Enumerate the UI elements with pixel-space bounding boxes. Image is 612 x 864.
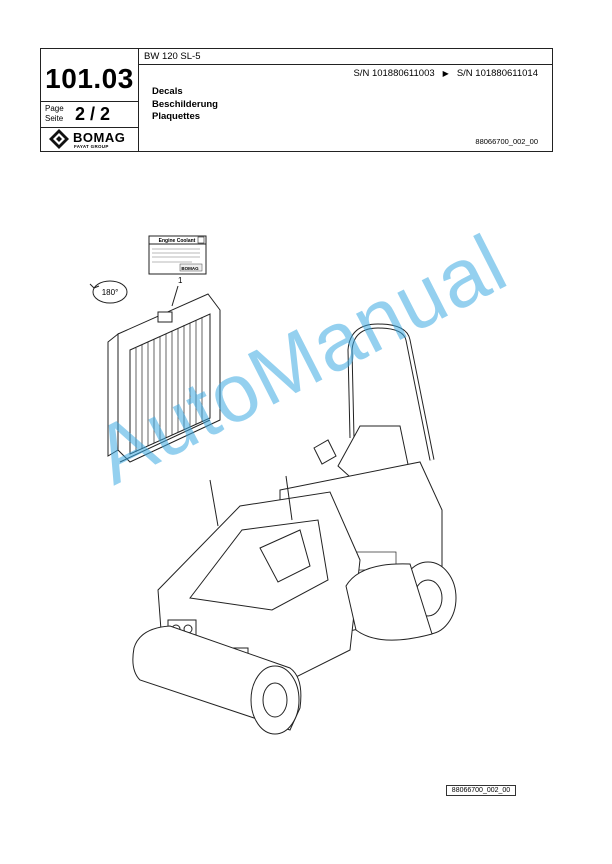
decal-title: Engine Coolant (159, 238, 196, 244)
header-block: 101.03 Page Seite 2 / 2 BOMAG FAYAT GROU… (40, 48, 553, 152)
radiator (107, 293, 221, 527)
roller-illustration: Engine Coolant BOMAG 1 180° (89, 235, 457, 735)
title-fr: Plaquettes (152, 111, 201, 122)
page-label: Page Seite (45, 104, 64, 124)
page-label-de: Seite (45, 114, 64, 123)
logo-name: BOMAG (73, 130, 126, 145)
footer-reference: 88066700_002_00 (446, 785, 516, 796)
serial-from: S/N 101880611003 (353, 68, 435, 79)
divider (138, 64, 552, 65)
bomag-diamond-icon (49, 129, 69, 149)
serial-range: S/N 101880611003 ▶ S/N 101880611014 (353, 68, 538, 79)
header-left-panel: 101.03 Page Seite 2 / 2 BOMAG FAYAT GROU… (41, 49, 139, 151)
doc-id: 88066700_002_00 (475, 137, 538, 146)
title-en: Decals (152, 86, 183, 97)
page-value: 2 / 2 (75, 104, 111, 124)
serial-to: S/N 101880611014 (456, 68, 538, 79)
title-de: Beschilderung (152, 98, 218, 110)
arrow-right-icon: ▶ (442, 69, 449, 78)
divider (41, 127, 138, 128)
header-right-panel: BW 120 SL-5 S/N 101880611003▶S/N 1018806… (138, 49, 552, 151)
engine-coolant-decal (148, 235, 207, 275)
callout-number: 1 (178, 276, 183, 285)
section-number: 101.03 (45, 63, 134, 94)
decal-brand: BOMAG (181, 266, 199, 271)
model-name: BW 120 SL-5 (144, 51, 201, 62)
roller-machine (132, 323, 457, 735)
page-label-en: Page (45, 104, 64, 113)
section-titles: Decals Beschilderung Plaquettes (152, 86, 218, 124)
rotation-label: 180° (102, 288, 119, 297)
bomag-logo: BOMAG FAYAT GROUP (49, 129, 137, 151)
logo-sub: FAYAT GROUP (74, 144, 109, 149)
divider (41, 101, 138, 102)
